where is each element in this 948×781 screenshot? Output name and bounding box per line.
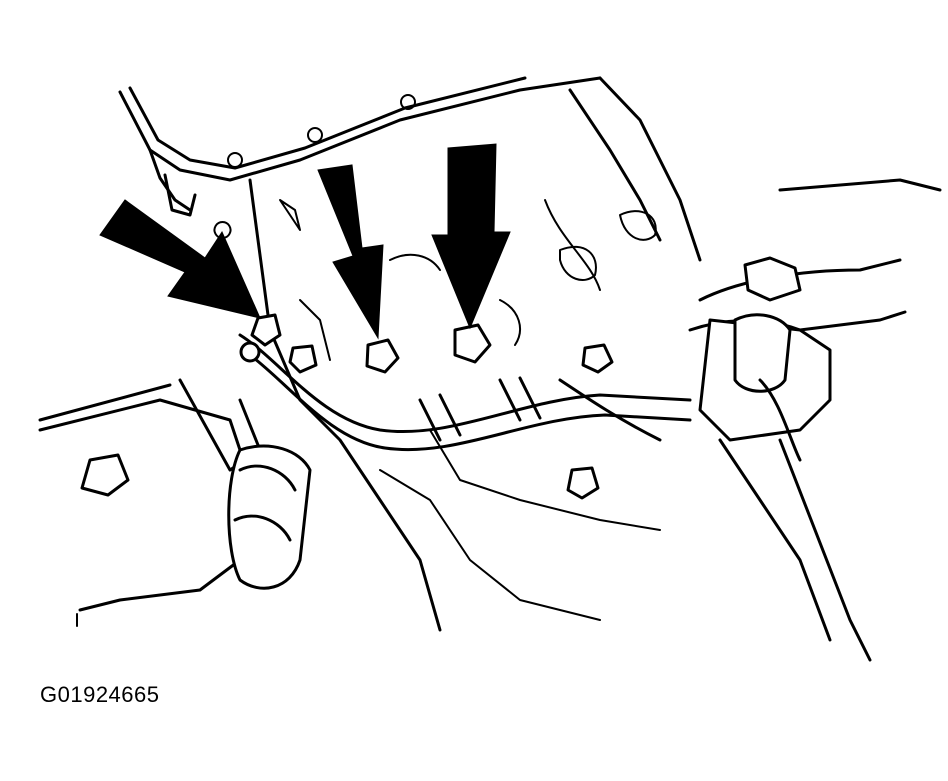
crossmember [38, 383, 312, 612]
right-bolt [453, 323, 492, 364]
arrow-left-diagonal-icon [99, 199, 261, 319]
oil-pan [118, 76, 602, 239]
transmission-mount [688, 178, 942, 662]
bracket-bolt [250, 313, 282, 347]
figure-code: G01924665 [40, 682, 160, 707]
lower-bolt [566, 466, 600, 500]
bracket-bolt-head [239, 341, 261, 363]
center-bolt [365, 338, 400, 374]
bolts [239, 313, 614, 500]
callout-arrows [99, 143, 511, 340]
arrow-right-icon [431, 143, 511, 330]
transmission-case [248, 76, 702, 632]
arrow-center-icon [317, 164, 384, 340]
far-right-bolt [581, 343, 614, 374]
stud-bolt [288, 344, 318, 374]
cooler-lines [178, 333, 692, 472]
